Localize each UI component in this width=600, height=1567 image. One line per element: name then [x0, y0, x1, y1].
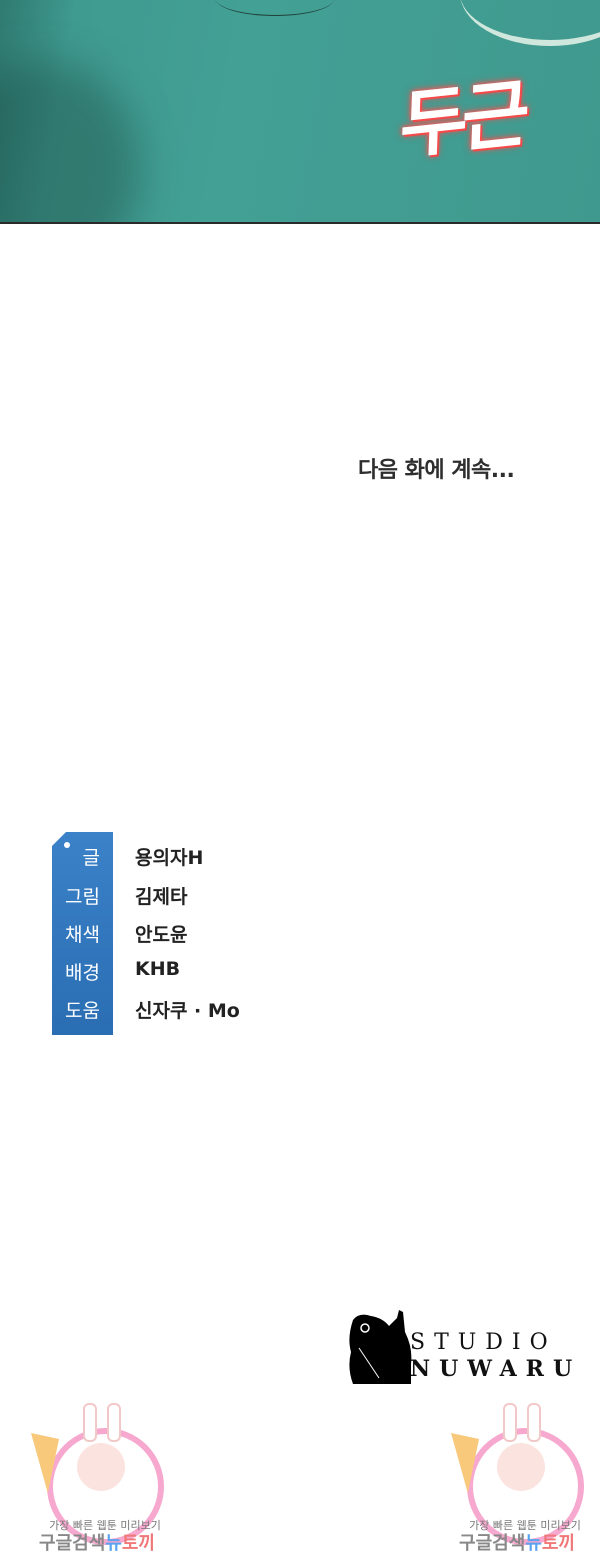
- credit-name: 용의자H: [135, 847, 204, 869]
- logo-line-1: STUDIO: [410, 1330, 557, 1355]
- tag-hole-icon: [64, 842, 70, 848]
- credit-role: 글: [82, 847, 100, 869]
- watermark-line2: 구글검색뉴토끼: [459, 1533, 575, 1554]
- watermark-line2: 구글검색뉴토끼: [39, 1533, 155, 1554]
- studio-logo: STUDIO NUWARU: [345, 1308, 572, 1388]
- credit-role: 도움: [65, 1000, 100, 1022]
- credit-name: 안도윤: [135, 924, 188, 946]
- comic-panel: 두근: [0, 0, 600, 224]
- credits-tag: [52, 832, 113, 1035]
- to-be-continued-text: 다음 화에 계속...: [358, 458, 515, 483]
- watermark-right: 가장 빠른 웹툰 미리보기 구글검색뉴토끼: [445, 1403, 584, 1554]
- credit-role: 채색: [65, 924, 100, 946]
- credit-name: 신자쿠 · Mo: [135, 1000, 240, 1022]
- credit-role: 배경: [65, 962, 100, 984]
- credit-name: 김제타: [135, 886, 188, 908]
- frog-logo-icon: [349, 1310, 412, 1384]
- watermark-left: 가장 빠른 웹툰 미리보기 구글검색뉴토끼: [25, 1403, 164, 1554]
- sound-effect-text: 두근: [398, 70, 526, 170]
- credit-role: 그림: [65, 886, 100, 908]
- watermark-line1: 가장 빠른 웹툰 미리보기: [469, 1519, 581, 1532]
- logo-line-2: NUWARU: [410, 1356, 582, 1382]
- credit-name: KHB: [135, 958, 181, 980]
- watermark-line1: 가장 빠른 웹툰 미리보기: [49, 1519, 161, 1532]
